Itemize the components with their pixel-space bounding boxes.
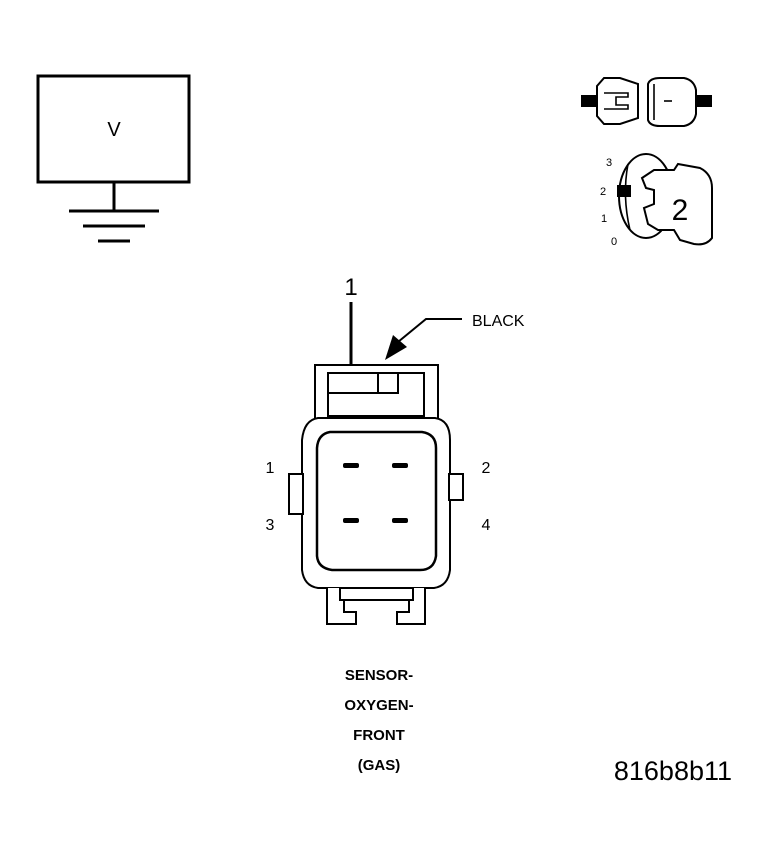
- wire-color-leader: [385, 318, 462, 360]
- caption-line: SENSOR-: [345, 667, 413, 684]
- voltmeter-box: [36, 74, 191, 184]
- caption-line: OXYGEN-: [344, 697, 413, 714]
- figure-id: 816b8b11: [614, 756, 732, 786]
- terminal-pin-4: [392, 518, 408, 523]
- callout-number: 1: [344, 274, 357, 301]
- terminal-pin-2: [392, 463, 408, 468]
- terminal-pin-1: [343, 463, 359, 468]
- caption-line: (GAS): [358, 757, 401, 774]
- ground-icon: [69, 182, 159, 243]
- voltmeter-label: V: [107, 119, 121, 141]
- connector-disconnect-icon: [581, 77, 712, 127]
- connector-face: [288, 364, 464, 625]
- voltmeter-symbol: V: [36, 74, 191, 243]
- pin-label-1: 1: [266, 460, 275, 477]
- key-position-0: 0: [611, 236, 617, 248]
- pin-label-4: 4: [482, 517, 491, 534]
- key-position-1: 1: [601, 213, 607, 225]
- terminal-pin-3: [343, 518, 359, 523]
- pin-label-3: 3: [266, 517, 275, 534]
- connector-caption: SENSOR- OXYGEN- FRONT (GAS): [344, 667, 413, 774]
- wire-color-label: BLACK: [472, 313, 525, 330]
- caption-line: FRONT: [353, 727, 405, 744]
- key-position-3: 3: [606, 157, 612, 169]
- key-selected-position: 2: [672, 194, 689, 227]
- key-position-2: 2: [600, 186, 606, 198]
- ignition-key-icon: 3 2 1 0 2: [600, 153, 713, 248]
- pin-label-2: 2: [482, 460, 491, 477]
